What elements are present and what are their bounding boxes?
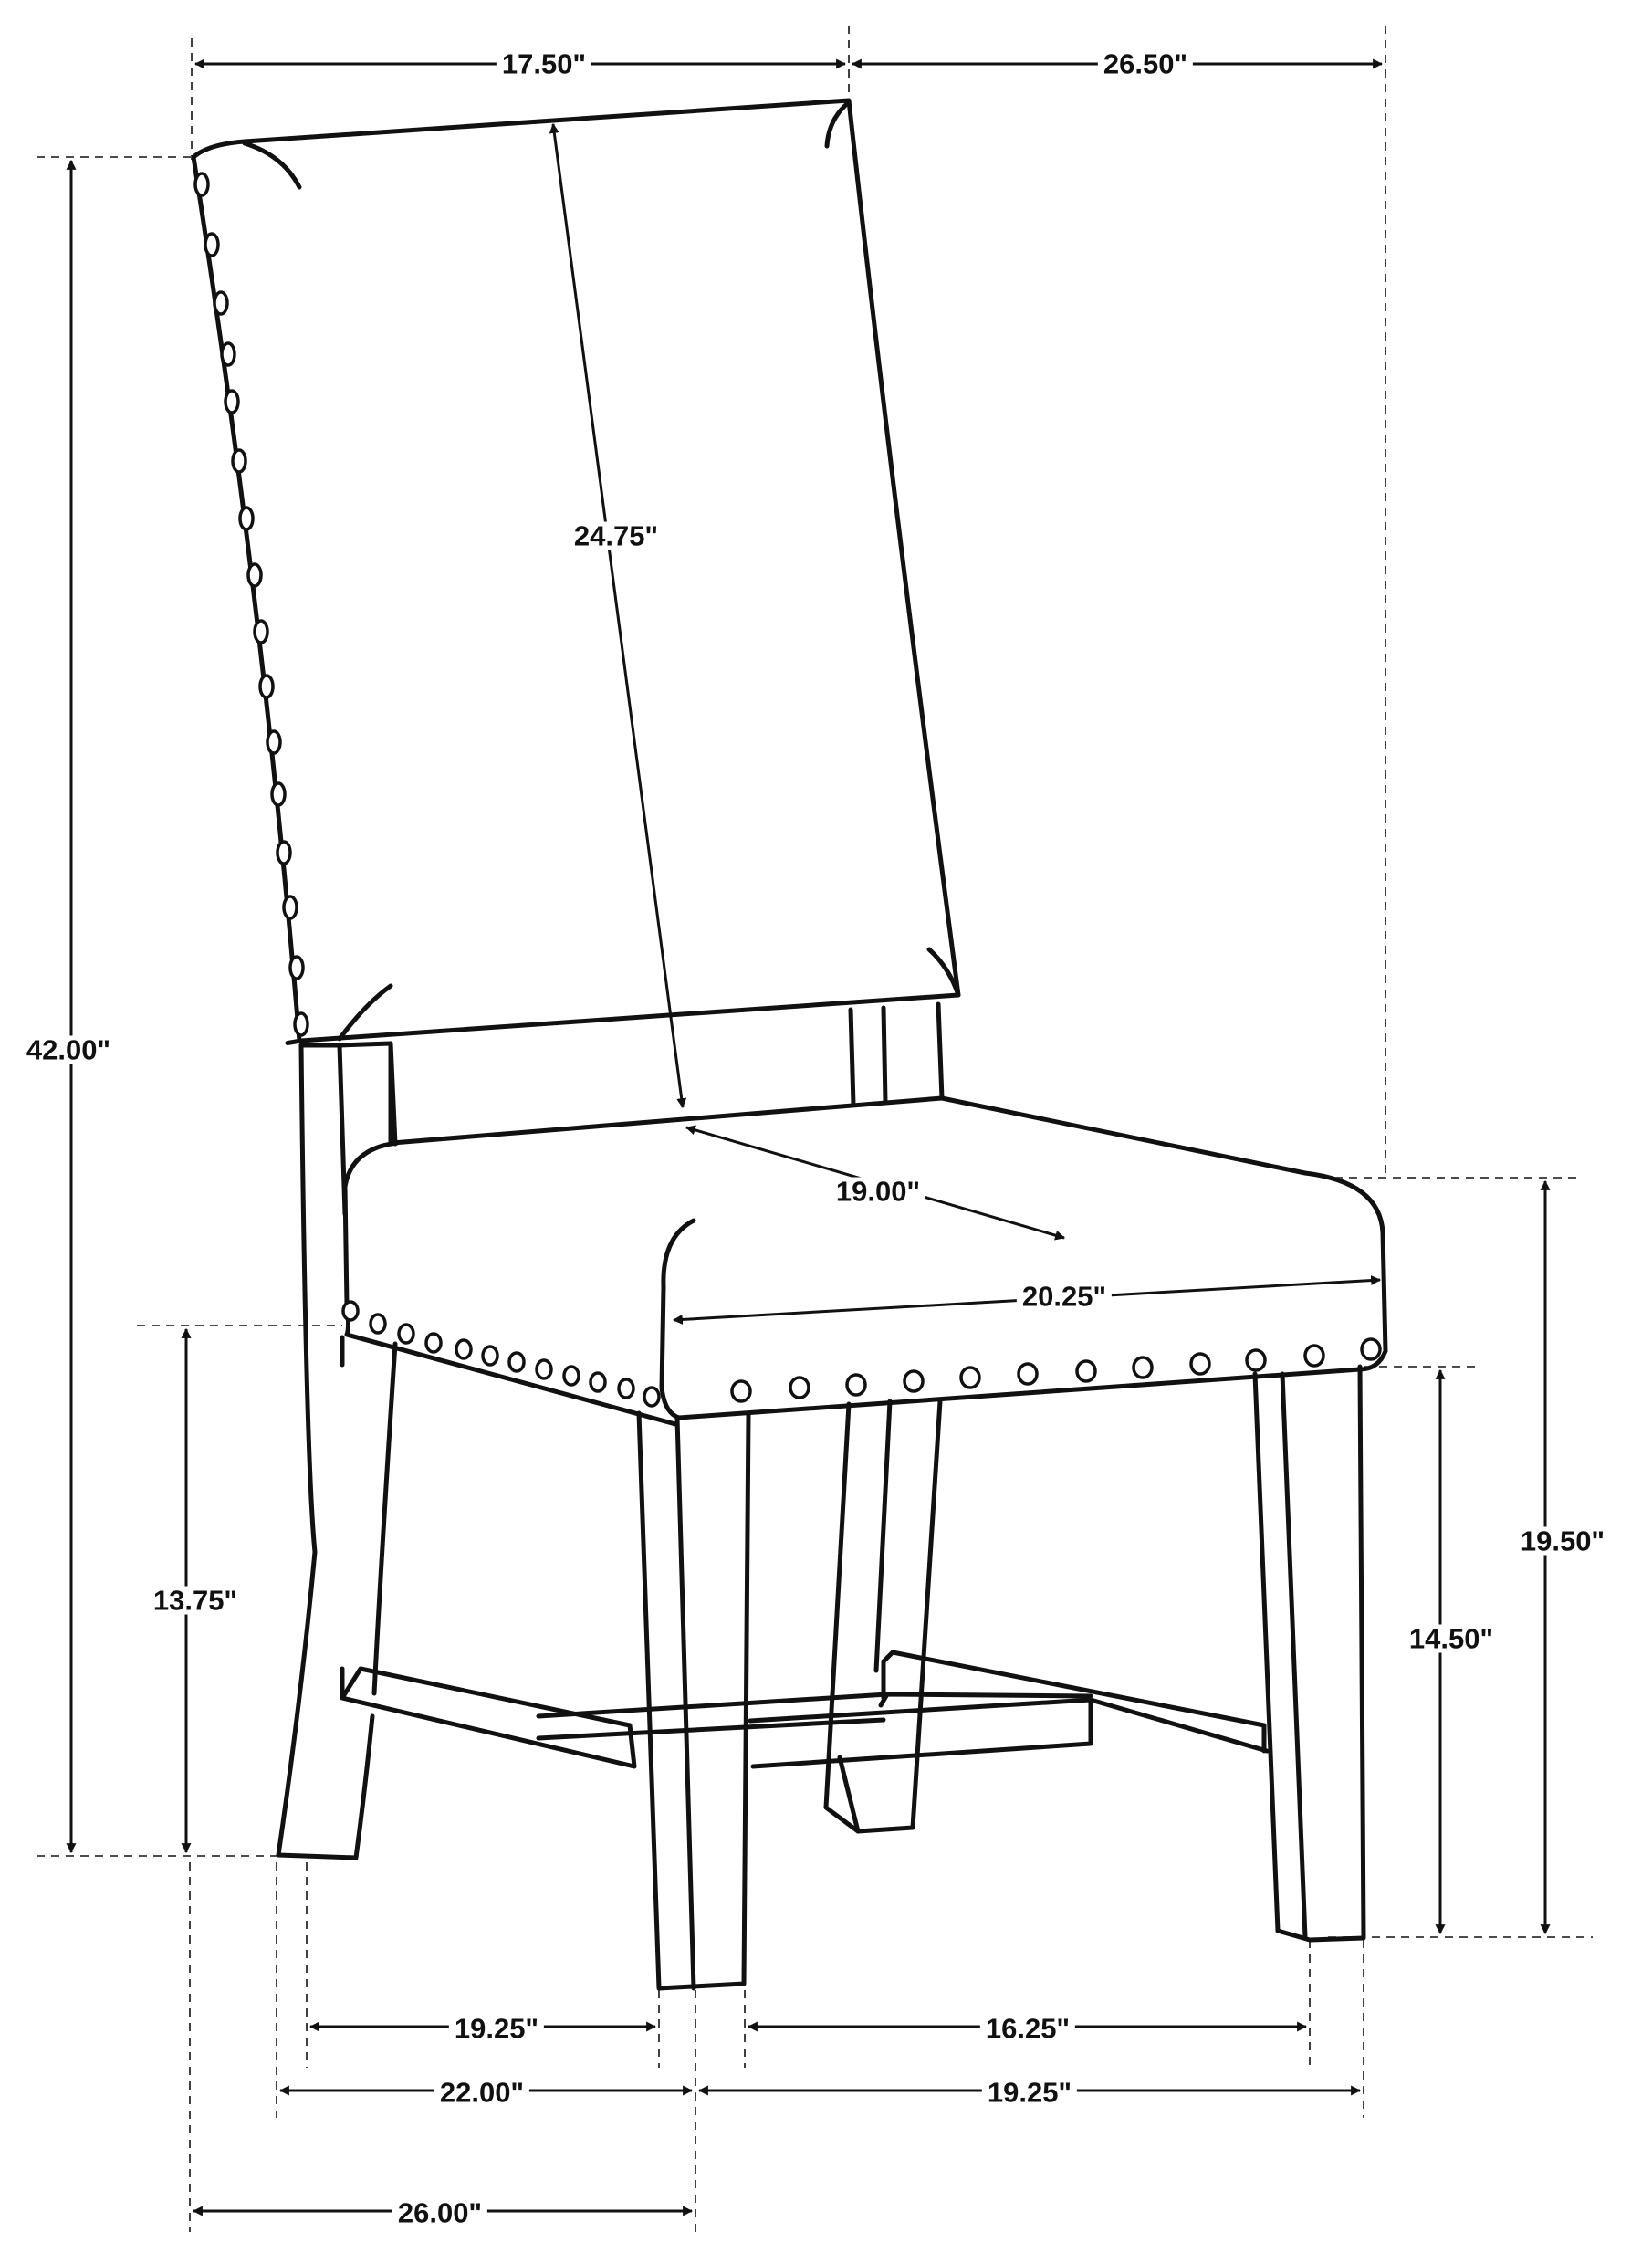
nailhead <box>288 955 305 980</box>
nailhead <box>730 1379 752 1403</box>
nailheads <box>193 172 1382 1408</box>
nailhead <box>903 1369 925 1393</box>
nailhead <box>535 1358 553 1380</box>
nailhead <box>1075 1359 1097 1383</box>
nailhead <box>455 1338 473 1360</box>
dim-leg-span-side-label: 19.25" <box>448 2014 545 2043</box>
nailhead <box>369 1313 387 1335</box>
nailhead <box>589 1371 607 1393</box>
nailhead <box>282 895 298 920</box>
dim-back-height-label: 24.75" <box>568 521 664 550</box>
nailhead <box>617 1378 635 1399</box>
dim-seat-depth-label: 19.00" <box>830 1177 926 1206</box>
nailhead <box>959 1366 981 1389</box>
rear-right-leg <box>823 1399 943 1834</box>
nailhead <box>1132 1356 1154 1379</box>
nailhead <box>253 619 269 644</box>
nailhead <box>1017 1362 1039 1386</box>
nailhead <box>293 1011 309 1037</box>
nailhead <box>1303 1344 1325 1368</box>
nailhead <box>270 781 287 807</box>
chair-back <box>191 98 961 1045</box>
nailhead <box>238 506 255 531</box>
dim-stretcher-height-label: 13.75" <box>147 1586 244 1615</box>
nailhead <box>789 1376 810 1399</box>
front-left-leg <box>636 1410 751 1991</box>
nailhead <box>845 1373 867 1397</box>
nailhead <box>562 1365 580 1387</box>
dim-apron-height-label: 14.50" <box>1403 1624 1500 1653</box>
nailhead <box>643 1386 661 1408</box>
nailhead <box>231 448 247 474</box>
nailhead <box>1245 1348 1267 1372</box>
nailhead <box>481 1345 499 1367</box>
nailhead <box>224 389 240 414</box>
nailhead <box>397 1323 415 1345</box>
nailhead <box>424 1332 443 1354</box>
stretchers <box>340 1650 1270 1769</box>
nailhead <box>266 729 282 755</box>
nailhead <box>220 341 236 367</box>
nailhead <box>1360 1337 1382 1361</box>
nailhead <box>213 290 229 316</box>
dim-overall-depth-label: 26.50" <box>1097 49 1194 79</box>
extension-lines <box>37 26 1593 2232</box>
dimension-lines <box>66 58 1551 2216</box>
seat-cushion <box>342 1095 1388 1427</box>
nailhead <box>246 562 263 588</box>
dim-base-depth-label: 19.25" <box>981 2078 1078 2107</box>
dim-leg-span-front-label: 16.25" <box>979 2014 1076 2043</box>
nailhead <box>341 1300 360 1322</box>
back-left-leg <box>276 1043 398 1860</box>
dim-overall-height-label: 42.00" <box>20 1035 117 1064</box>
nailhead <box>276 840 292 865</box>
nailhead <box>1189 1352 1211 1376</box>
nailhead <box>193 172 210 197</box>
dim-overall-width-label: 26.00" <box>392 2198 488 2227</box>
front-right-leg <box>1252 1364 1366 1943</box>
dim-back-width-label: 17.50" <box>496 49 592 79</box>
dim-base-width-label: 22.00" <box>434 2078 530 2107</box>
nailhead <box>204 232 220 257</box>
nailhead <box>258 674 275 699</box>
dim-seat-width-label: 20.25" <box>1016 1282 1113 1311</box>
back-posts <box>298 1001 945 1217</box>
nailhead <box>507 1351 526 1373</box>
dim-seat-height-label: 19.50" <box>1514 1526 1611 1556</box>
